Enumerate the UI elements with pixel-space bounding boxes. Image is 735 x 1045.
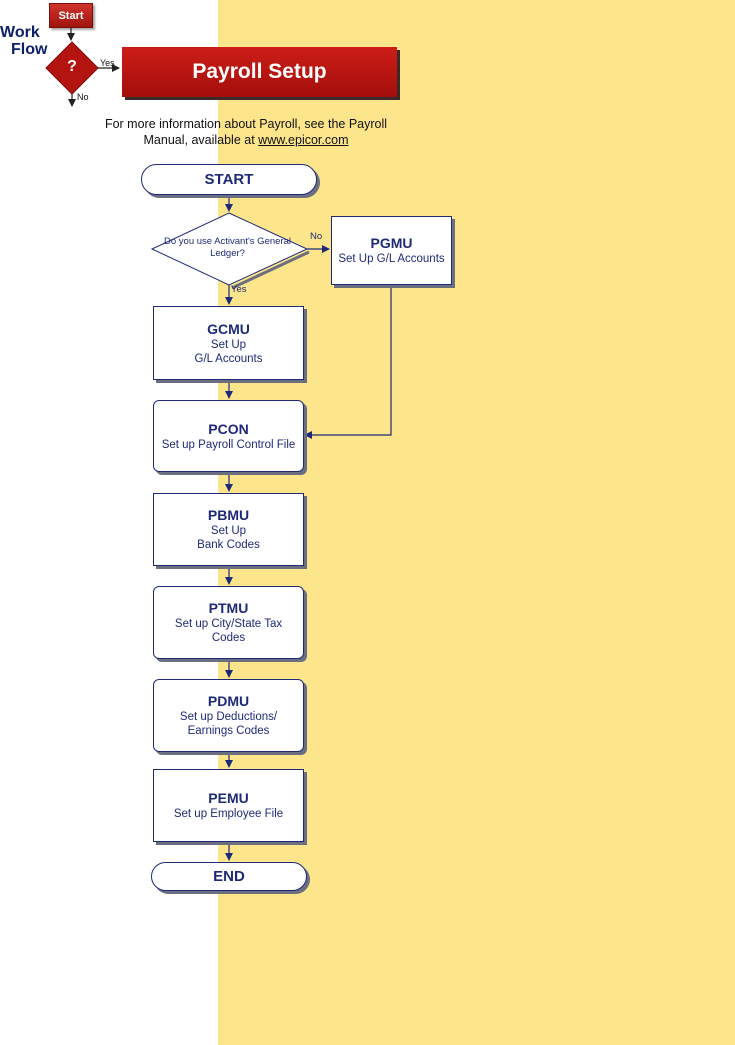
node-pbmu-code: PBMU — [207, 507, 250, 523]
node-ptmu: PTMU Set up City/State Tax Codes — [153, 586, 304, 659]
decision-yes-label: Yes — [231, 284, 247, 295]
info-text-body: For more information about Payroll, see … — [104, 117, 388, 147]
node-pemu-desc: Set up Employee File — [173, 808, 284, 820]
epicor-link[interactable]: www.epicor.com — [258, 133, 349, 147]
workflow-logo-line2: Flow — [11, 41, 48, 58]
logo-yes-label: Yes — [100, 58, 115, 68]
node-gcmu-desc-line2: G/L Accounts — [194, 352, 263, 365]
node-pdmu: PDMU Set up Deductions/ Earnings Codes — [153, 679, 304, 752]
node-gcmu: GCMU Set Up G/L Accounts — [153, 306, 304, 380]
edge-pgmu-pcon — [304, 285, 392, 439]
node-gcmu-code: GCMU — [207, 320, 250, 337]
node-pdmu-desc-line1: Set up Deductions/ — [179, 711, 278, 723]
node-pbmu-desc-line2: Bank Codes — [197, 539, 260, 551]
node-pgmu-code: PGMU — [370, 235, 413, 251]
logo-no-label: No — [77, 92, 89, 102]
node-pemu-code: PEMU — [208, 790, 249, 806]
logo-start-badge: Start — [49, 3, 93, 28]
logo-question-mark: ? — [67, 58, 77, 75]
node-pbmu: PBMU Set Up Bank Codes — [153, 493, 304, 566]
workflow-logo-text: Work Flow — [0, 24, 54, 58]
node-pgmu: PGMU Set Up G/L Accounts — [331, 216, 452, 285]
node-pdmu-desc-line2: Earnings Codes — [187, 725, 270, 737]
node-gcmu-desc-line1: Set Up — [210, 338, 247, 351]
workflow-logo-line1: Work — [0, 24, 40, 41]
node-pdmu-code: PDMU — [207, 693, 250, 709]
node-ptmu-desc-line1: Set up City/State Tax — [174, 618, 283, 630]
node-ptmu-desc-line2: Codes — [211, 632, 246, 644]
decision-no-label: No — [310, 231, 323, 242]
node-pcon-desc: Set up Payroll Control File — [161, 438, 296, 451]
page-title: Payroll Setup — [122, 47, 397, 97]
node-pemu: PEMU Set up Employee File — [153, 769, 304, 842]
node-pgmu-desc: Set Up G/L Accounts — [338, 253, 445, 265]
info-text: For more information about Payroll, see … — [86, 116, 406, 148]
node-pcon: PCON Set up Payroll Control File — [153, 400, 304, 472]
node-ptmu-code: PTMU — [208, 600, 249, 616]
decision-text: Do you use Activant's General Ledger? — [164, 236, 291, 259]
decision-shadow — [231, 250, 310, 290]
node-pcon-code: PCON — [208, 420, 249, 437]
start-node: START — [141, 164, 317, 195]
node-pbmu-desc-line1: Set Up — [210, 525, 247, 537]
end-node: END — [151, 862, 307, 891]
